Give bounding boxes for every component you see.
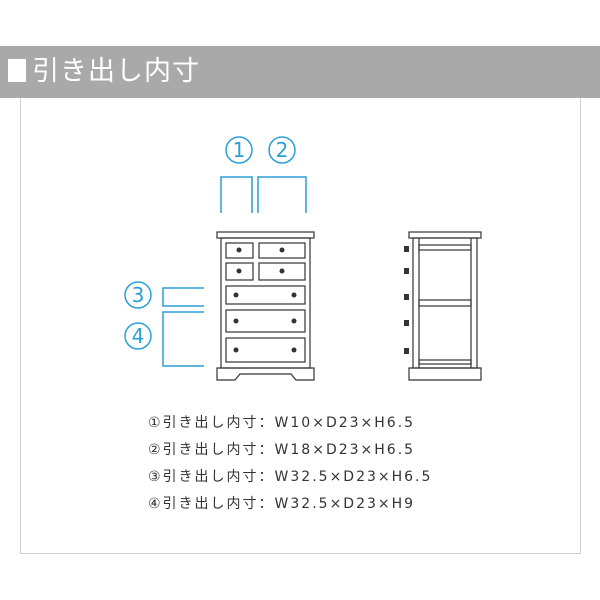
- marker-4-label: 4: [132, 324, 145, 348]
- marker-4: 4: [124, 322, 152, 350]
- spec-item-3: ③引き出し内寸：W32.5×D23×H6.5: [148, 469, 433, 485]
- marker-2-label: 2: [276, 138, 289, 162]
- section-header: 引き出し内寸: [0, 46, 600, 98]
- spec-item-4: ④引き出し内寸：W32.5×D23×H9: [148, 496, 416, 512]
- content-panel: [20, 98, 581, 554]
- drawer-knobs: [233, 247, 297, 353]
- marker-1-label: 1: [233, 138, 246, 162]
- width-bracket-1: [220, 176, 253, 213]
- marker-3-label: 3: [132, 283, 145, 307]
- chest-front-view: [216, 231, 315, 381]
- marker-2: 2: [268, 136, 296, 164]
- spec-item-1: ①引き出し内寸：W10×D23×H6.5: [148, 415, 416, 431]
- marker-3: 3: [124, 281, 152, 309]
- spec-item-2: ②引き出し内寸：W18×D23×H6.5: [148, 442, 416, 458]
- height-bracket-4: [162, 311, 204, 367]
- square-icon: [8, 59, 26, 82]
- section-title: 引き出し内寸: [32, 56, 200, 87]
- width-bracket-2: [257, 176, 307, 213]
- chest-side-view: [408, 231, 482, 381]
- drawer-dimension-list: ①引き出し内寸：W10×D23×H6.5 ②引き出し内寸：W18×D23×H6.…: [148, 412, 432, 520]
- marker-1: 1: [225, 136, 253, 164]
- side-knobs: [404, 246, 409, 354]
- height-bracket-3: [162, 287, 204, 307]
